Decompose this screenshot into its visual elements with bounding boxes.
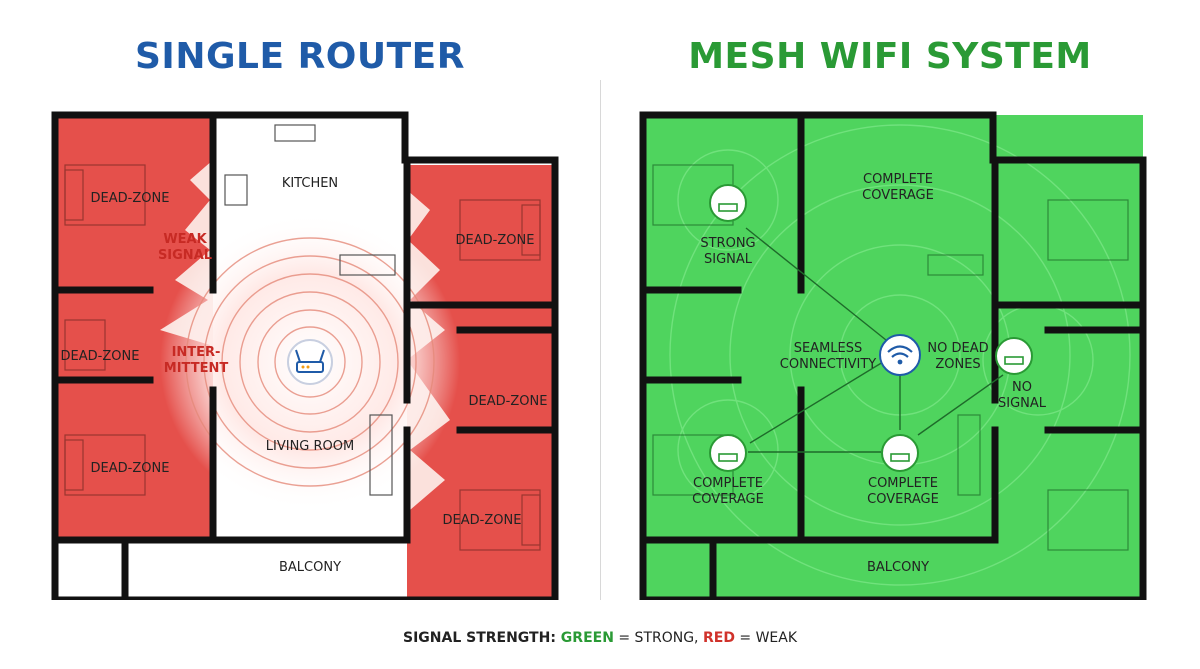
furniture-center — [224, 124, 396, 496]
weak-signal-label: SIGNAL — [158, 248, 212, 263]
dead-zone-label: DEAD-ZONE — [61, 349, 140, 364]
coverage-label: COVERAGE — [692, 492, 764, 507]
intermittent-label: INTER- — [172, 345, 221, 360]
dead-zone-label: DEAD-ZONE — [443, 513, 522, 528]
router-node-icon — [995, 337, 1033, 375]
legend-red: RED — [702, 630, 735, 646]
coverage-label: COMPLETE — [863, 172, 933, 187]
dead-zone-label: DEAD-ZONE — [469, 394, 548, 409]
wifi-icon — [879, 334, 921, 376]
no-dead-zones-label: NO DEAD — [927, 341, 988, 356]
kitchen-label: KITCHEN — [282, 176, 338, 191]
coverage-label: COVERAGE — [862, 188, 934, 203]
legend-green-meaning: = STRONG, — [613, 630, 703, 646]
furniture — [652, 164, 1129, 551]
seamless-label: CONNECTIVITY — [780, 357, 876, 372]
weak-signal-label: WEAK — [163, 232, 207, 247]
living-room-label: LIVING ROOM — [266, 439, 354, 454]
mesh-wifi-title: MESH WIFI SYSTEM — [688, 36, 1092, 77]
no-dead-zones-label: ZONES — [935, 357, 980, 372]
strong-signal-label: SIGNAL — [704, 252, 753, 267]
weak-edge-left — [160, 115, 213, 360]
router-node-icon — [709, 434, 747, 472]
mesh-connections — [745, 227, 1004, 453]
panel-divider — [600, 80, 601, 600]
signal-rings — [185, 237, 435, 487]
balcony-label: BALCONY — [867, 560, 929, 575]
router-node-icon — [881, 434, 919, 472]
router-node-icon — [709, 184, 747, 222]
seamless-label: SEAMLESS — [794, 341, 863, 356]
dead-zone-label: DEAD-ZONE — [456, 233, 535, 248]
coverage-label: COMPLETE — [868, 476, 938, 491]
dead-zone-label: DEAD-ZONE — [91, 191, 170, 206]
strong-signal-label: STRONG — [700, 236, 755, 251]
walls — [51, 111, 559, 600]
furniture-left — [64, 164, 541, 551]
legend-red-meaning: = WEAK — [734, 630, 798, 646]
coverage-label: COMPLETE — [693, 476, 763, 491]
no-signal-label: NO — [1012, 380, 1032, 395]
walls — [639, 111, 1147, 600]
intermittent-label: MITTENT — [164, 361, 229, 376]
single-router-floorplan: KITCHEN LIVING ROOM BALCONY DEAD-ZONE DE… — [51, 111, 559, 600]
balcony-label: BALCONY — [279, 560, 341, 575]
no-signal-label: SIGNAL — [998, 396, 1047, 411]
dead-zone-label: DEAD-ZONE — [91, 461, 170, 476]
single-router-title: SINGLE ROUTER — [135, 36, 465, 77]
coverage-label: COVERAGE — [867, 492, 939, 507]
legend-prefix: SIGNAL STRENGTH: — [402, 630, 561, 646]
signal-legend: SIGNAL STRENGTH: GREEN = STRONG, RED = W… — [0, 630, 1200, 646]
router-icon — [287, 339, 333, 385]
legend-green: GREEN — [560, 630, 614, 646]
mesh-wifi-floorplan: COMPLETE COVERAGE STRONG SIGNAL SEAMLESS… — [639, 111, 1147, 600]
